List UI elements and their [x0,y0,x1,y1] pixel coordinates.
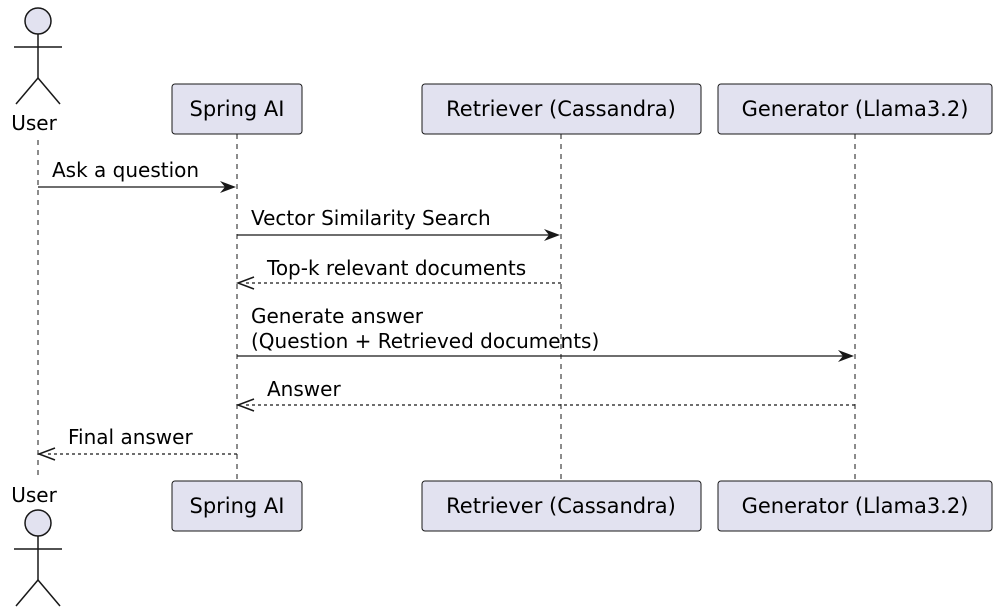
message-top-k-documents: Top-k relevant documents [235,256,561,290]
participant-retriever-label: Retriever (Cassandra) [446,97,676,121]
actor-user-bottom-label: User [11,483,57,507]
participant-spring-ai-label: Spring AI [189,494,284,518]
lifelines [37,134,856,480]
arrowhead [220,181,236,193]
arrowhead [36,447,56,461]
message-final-answer: Final answer [36,425,237,461]
actor-user-bottom [14,509,62,607]
participant-generator-top: Generator (Llama3.2) [717,83,993,135]
participant-spring-ai-bottom: Spring AI [171,480,303,532]
actor-head [24,7,52,35]
message-label: Final answer [68,425,193,449]
participant-retriever-bottom: Retriever (Cassandra) [421,480,702,532]
participant-generator-label: Generator (Llama3.2) [742,97,969,121]
participant-spring-ai-label: Spring AI [189,97,284,121]
message-label-line1: Generate answer [251,304,424,328]
actor-user-top [14,7,62,105]
message-label-line2: (Question + Retrieved documents) [251,329,599,353]
arrowhead [544,229,560,241]
participant-spring-ai-top: Spring AI [171,83,303,135]
actor-user-top-label: User [11,111,57,135]
message-ask-question: Ask a question [38,158,236,193]
message-vector-search: Vector Similarity Search [237,206,560,241]
participant-generator-label: Generator (Llama3.2) [742,494,969,518]
message-label: Answer [267,377,341,401]
arrowhead [838,350,854,362]
message-label: Ask a question [52,158,199,182]
message-generate-answer: Generate answer (Question + Retrieved do… [237,304,854,362]
actor-head [24,509,52,537]
participant-retriever-label: Retriever (Cassandra) [446,494,676,518]
message-answer: Answer [235,377,855,412]
arrowhead [235,398,255,412]
participant-retriever-top: Retriever (Cassandra) [421,83,702,135]
message-label: Vector Similarity Search [251,206,491,230]
participant-generator-bottom: Generator (Llama3.2) [717,480,993,532]
arrowhead [235,276,255,290]
message-label: Top-k relevant documents [266,256,526,280]
